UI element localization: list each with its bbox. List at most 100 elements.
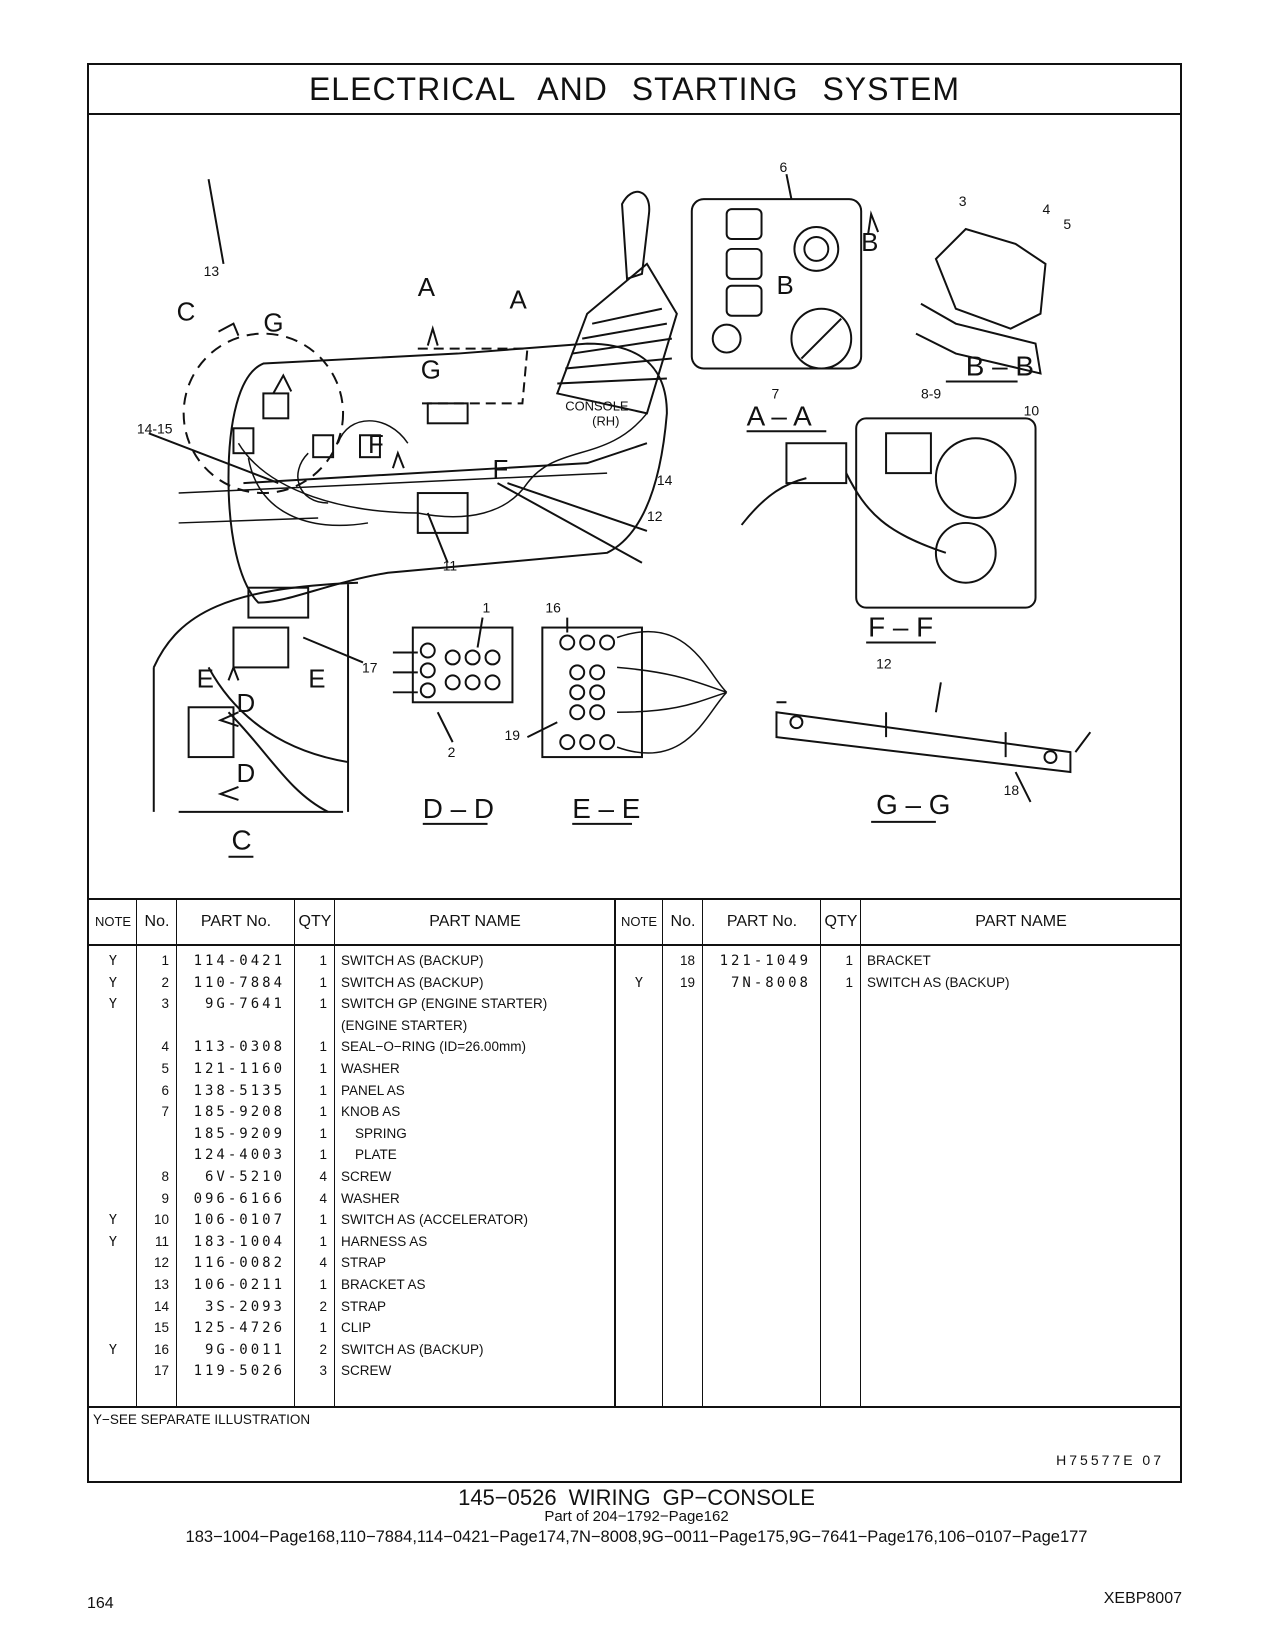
console-edge-line xyxy=(243,442,648,485)
row-item-number: 9 xyxy=(161,1190,169,1206)
row-quantity: 2 xyxy=(319,1298,327,1314)
row-part-name: SWITCH AS (BACKUP) xyxy=(867,974,1010,990)
row-part-name: SWITCH AS (BACKUP) xyxy=(341,1341,484,1357)
letter-a-right: A xyxy=(509,287,527,315)
section-a-dashed xyxy=(417,347,529,405)
row-item-number: 10 xyxy=(153,1212,169,1228)
page-number: 164 xyxy=(87,1595,114,1612)
row-item-number: 13 xyxy=(153,1277,169,1292)
row-part-number: 096-6166 xyxy=(193,1190,285,1207)
row-item-number: 11 xyxy=(154,1233,169,1249)
c-backup-switch xyxy=(187,706,235,759)
letter-b-right: B xyxy=(861,229,878,257)
header-no-left: No. xyxy=(144,913,170,930)
row-item-number: 17 xyxy=(153,1363,169,1379)
row-part-number: 110-7884 xyxy=(193,974,285,991)
row-item-number: 18 xyxy=(679,953,695,968)
arrow-a xyxy=(426,325,439,346)
letter-b-left: B xyxy=(776,272,793,300)
row-part-number: 185-9208 xyxy=(193,1104,285,1121)
row-part-name: HARNESS AS xyxy=(341,1233,428,1249)
view-label-b-b: B – B xyxy=(966,350,1034,381)
switch-panel-aa xyxy=(690,198,863,370)
row-quantity: 4 xyxy=(319,1190,327,1206)
column-divider xyxy=(860,900,861,1408)
arrow-c xyxy=(218,322,240,337)
callout-5: 5 xyxy=(1063,216,1071,232)
row-note: Y xyxy=(108,996,118,1013)
header-partno-right: PART No. xyxy=(726,913,798,930)
row-quantity: 1 xyxy=(319,996,327,1012)
callout-6: 6 xyxy=(779,159,787,175)
letter-e-left: E xyxy=(197,665,214,693)
callout-14: 14 xyxy=(657,472,673,488)
letter-c: C xyxy=(177,299,196,327)
arrow-e xyxy=(227,664,240,681)
harness-wire xyxy=(237,412,648,518)
c-switch-block xyxy=(232,626,290,669)
row-quantity: 1 xyxy=(319,1277,327,1292)
joystick-grip xyxy=(621,190,651,281)
row-quantity: 1 xyxy=(319,1212,327,1228)
connector xyxy=(312,434,335,459)
row-part-number: 9G-7641 xyxy=(204,996,285,1013)
callout-7: 7 xyxy=(771,385,779,401)
row-quantity: 1 xyxy=(845,974,853,990)
row-part-number: 106-0211 xyxy=(193,1277,285,1293)
column-divider xyxy=(820,900,821,1408)
row-part-name: SWITCH AS (BACKUP) xyxy=(341,953,484,968)
callout-4: 4 xyxy=(1043,201,1051,217)
row-part-number: 113-0308 xyxy=(193,1039,285,1056)
row-item-number: 19 xyxy=(679,974,695,990)
arrow-b xyxy=(867,210,880,235)
row-quantity: 2 xyxy=(319,1341,327,1357)
row-part-number: 9G-0011 xyxy=(204,1341,285,1358)
header-note-right: NOTE xyxy=(620,914,658,929)
view-label-a-a: A – A xyxy=(747,400,813,431)
row-part-name: CLIP xyxy=(341,1320,372,1336)
wiring-illustration: 13 14-15 11 14 12 6 7 3 4 5 8-9 10 1 2 1… xyxy=(89,113,1180,898)
row-part-name: PANEL AS xyxy=(341,1082,405,1098)
view-label-f-f: F – F xyxy=(868,612,933,643)
header-note-left: NOTE xyxy=(94,914,132,929)
row-quantity: 4 xyxy=(319,1255,327,1271)
view-label-e-e: E – E xyxy=(572,793,640,824)
callout-12-gg: 12 xyxy=(876,655,892,671)
row-quantity: 1 xyxy=(319,1039,327,1055)
publication-code: XEBP8007 xyxy=(1103,1590,1182,1607)
c-detail-outline xyxy=(152,581,359,813)
row-quantity: 4 xyxy=(319,1169,327,1184)
row-part-number: 106-0107 xyxy=(193,1212,285,1229)
parts-table: NOTE No. PART No. QTY PART NAME NOTE No.… xyxy=(89,898,1180,1468)
row-item-number: 12 xyxy=(153,1255,169,1271)
row-part-name: SWITCH AS (BACKUP) xyxy=(341,974,484,990)
row-part-number: 138-5135 xyxy=(193,1082,285,1099)
column-divider xyxy=(136,900,137,1408)
row-quantity: 1 xyxy=(319,1104,327,1120)
parts-page-frame: ELECTRICAL AND STARTING SYSTEM xyxy=(87,63,1182,1483)
callout-3: 3 xyxy=(959,193,967,209)
row-item-number: 14 xyxy=(153,1298,169,1314)
letter-f-left: F xyxy=(368,431,384,459)
dd-terminal-block xyxy=(411,626,514,704)
view-label-d-d: D – D xyxy=(423,793,494,824)
illustration-doc-id: H75577E 07 xyxy=(1056,1452,1164,1468)
footnote: Y−SEE SEPARATE ILLUSTRATION xyxy=(93,1412,311,1427)
row-part-name: KNOB AS xyxy=(341,1104,401,1120)
callout-13: 13 xyxy=(204,263,220,279)
letter-a-left: A xyxy=(418,274,436,302)
row-part-number: 114-0421 xyxy=(193,953,285,969)
row-quantity: 1 xyxy=(319,1082,327,1098)
